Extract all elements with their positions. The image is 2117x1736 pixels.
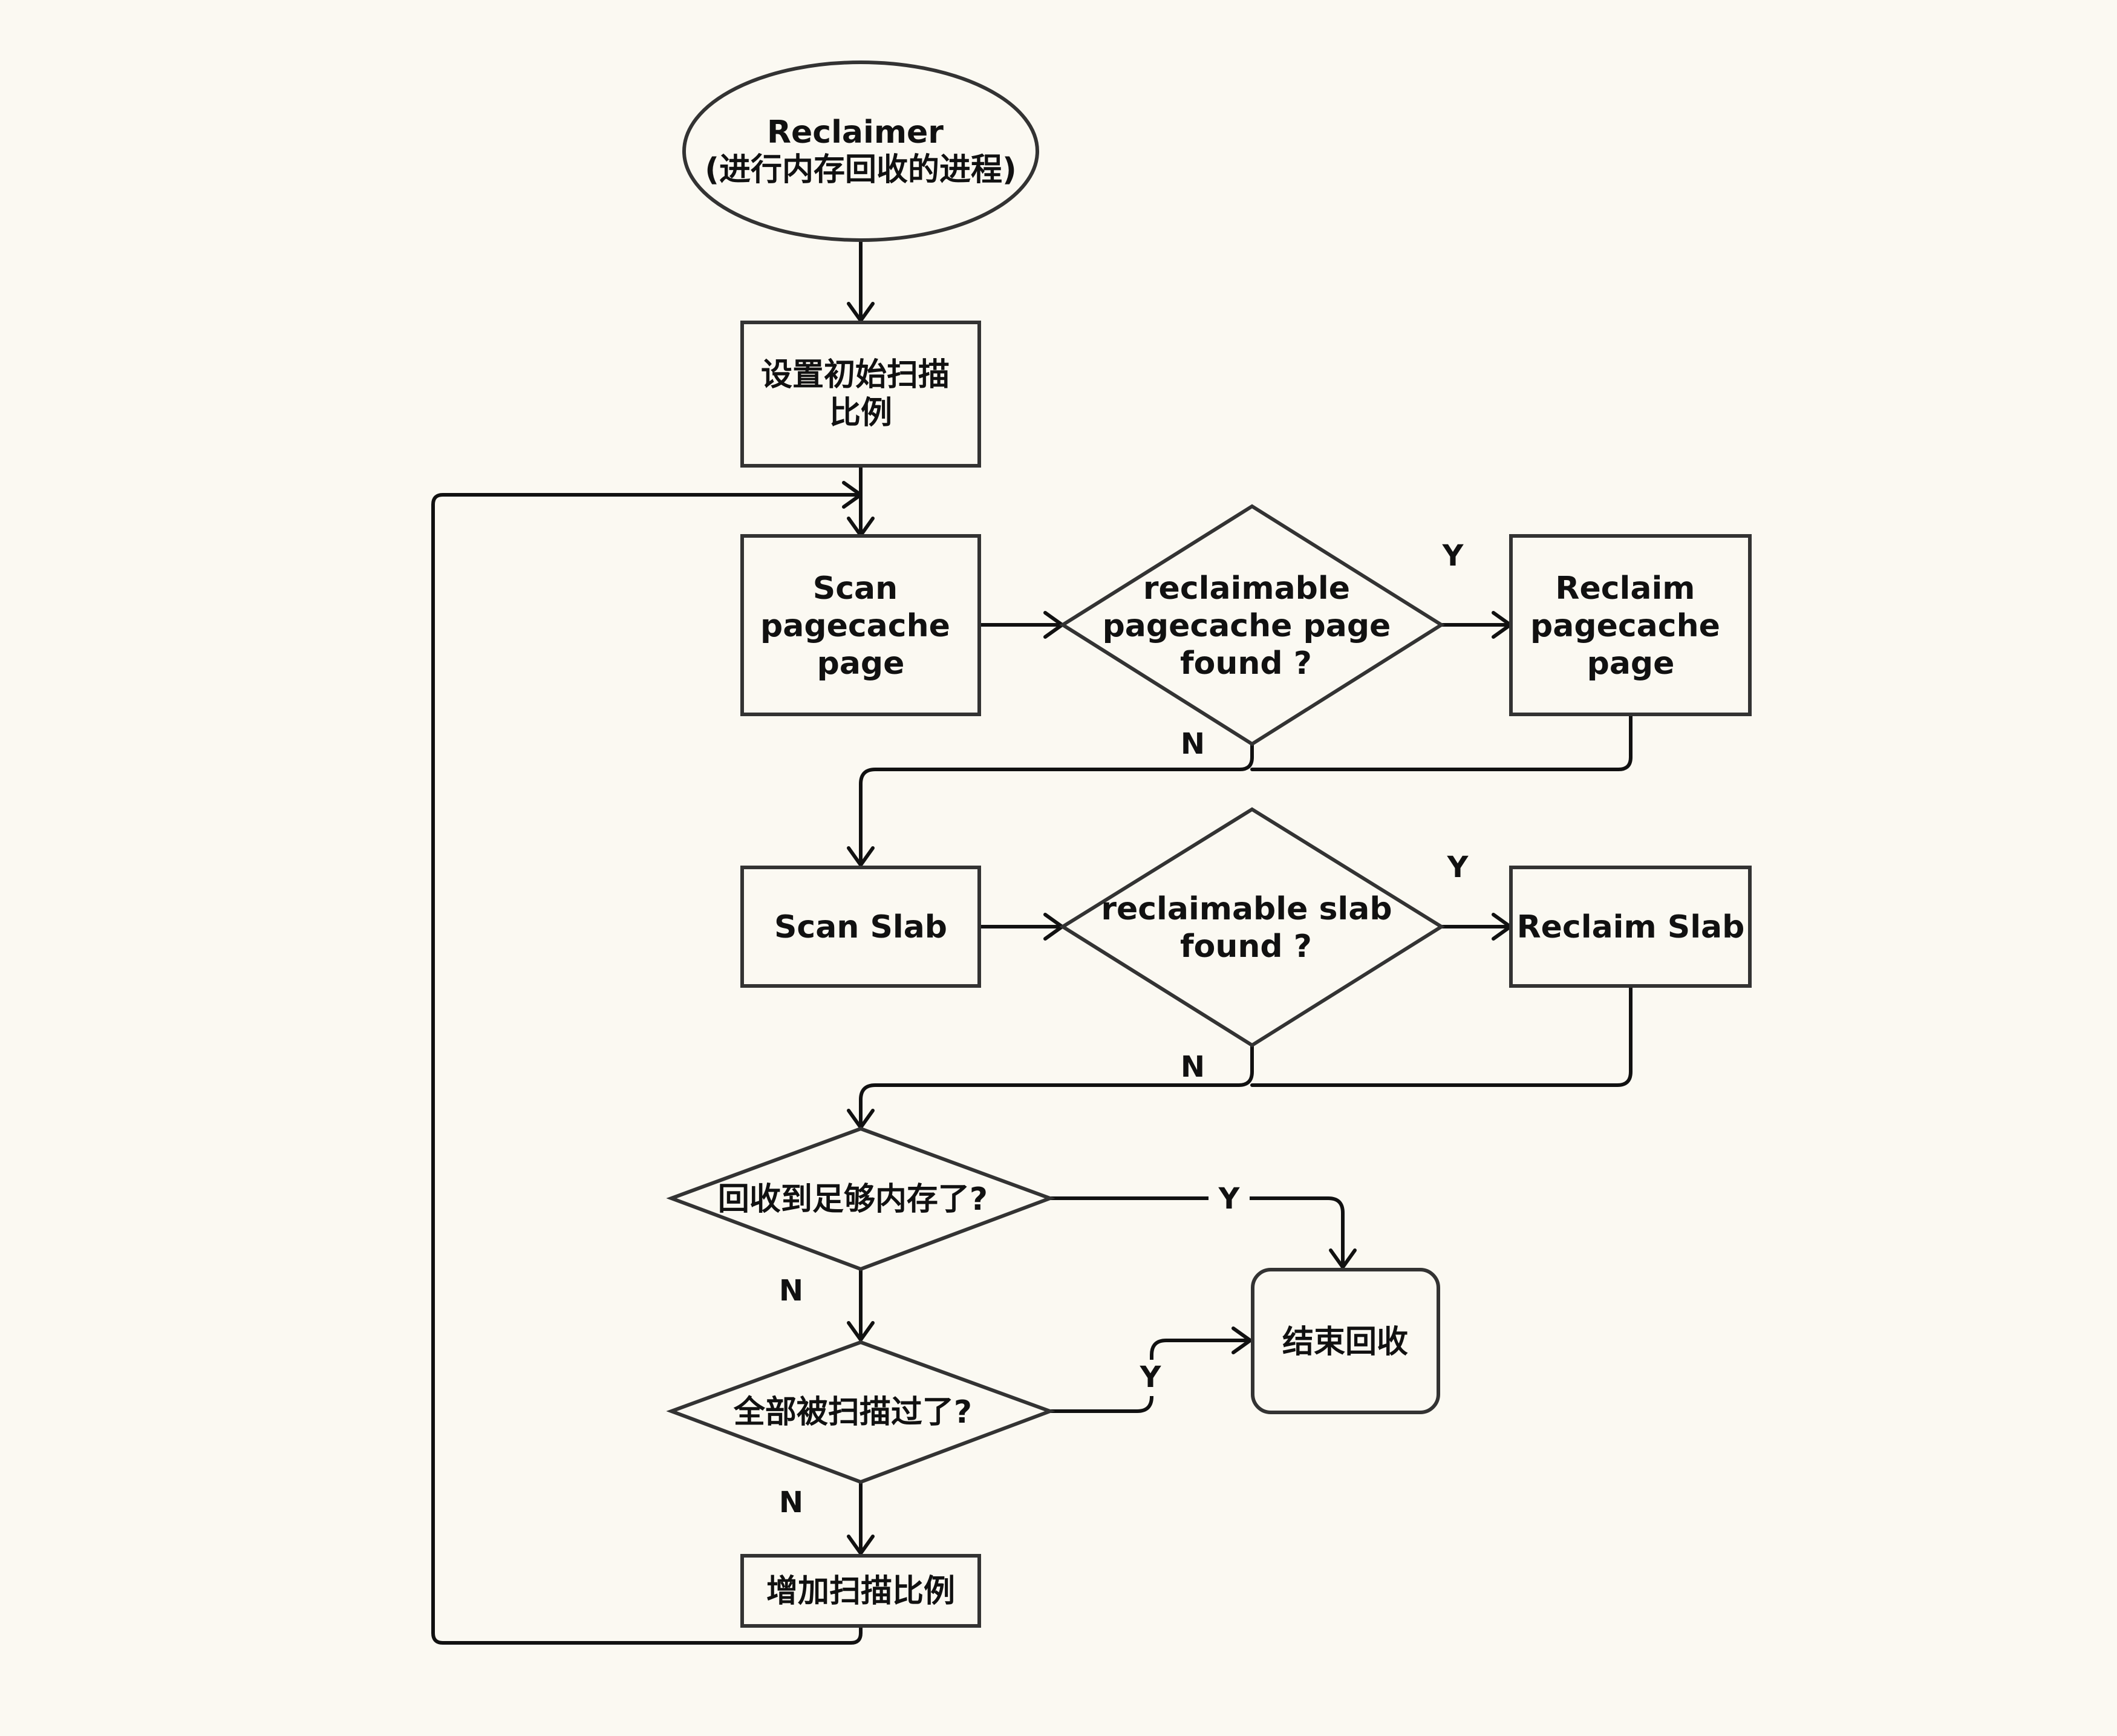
- process-reclaim-slab-label: Reclaim Slab: [1517, 909, 1745, 945]
- edge-label-slab-no: N: [1181, 1050, 1205, 1084]
- edge-slab-no: [859, 1043, 1254, 1127]
- edge-label-pagecache-yes: Y: [1442, 539, 1464, 573]
- edge-label-pagecache-no: N: [1181, 727, 1205, 761]
- process-increase-ratio-label: 增加扫描比例: [766, 1573, 955, 1610]
- edge-label-slab-yes: Y: [1447, 850, 1469, 884]
- edge-enough-yes: [1048, 1196, 1345, 1267]
- process-set-initial-ratio: [740, 321, 981, 468]
- edge-label-enough-no: N: [779, 1274, 803, 1308]
- edge-pagecache-no: [859, 742, 1254, 865]
- start-node-reclaimer-label: Reclaimer (进行内存回收的进程): [705, 114, 1017, 188]
- edge-reclaim-pagecache-merge: [1250, 713, 1633, 771]
- decision-all-scanned-label: 全部被扫描过了?: [733, 1394, 972, 1431]
- edge-label-all-yes-bg: [1131, 1360, 1172, 1396]
- process-set-initial-ratio-label: 设置初始扫描 比例: [761, 357, 961, 431]
- decision-pagecache-found: [1059, 504, 1445, 746]
- process-increase-ratio: [740, 1554, 981, 1628]
- decision-pagecache-found-label: reclaimable pagecache page found ?: [1103, 570, 1402, 682]
- process-scan-slab: [740, 866, 981, 988]
- process-scan-pagecache: [740, 534, 981, 716]
- process-scan-slab-label: Scan Slab: [774, 909, 947, 945]
- edge-loop-back: [431, 493, 863, 1645]
- process-reclaim-slab: [1509, 866, 1752, 988]
- edge-reclaim-slab-merge: [1250, 984, 1633, 1087]
- process-scan-pagecache-label: Scan pagecache page: [760, 570, 961, 682]
- edge-label-all-yes: Y: [1140, 1360, 1162, 1394]
- start-node-reclaimer: [682, 60, 1039, 242]
- process-reclaim-pagecache-label: Reclaim pagecache page: [1530, 570, 1731, 682]
- edge-label-enough-yes-bg: [1209, 1180, 1250, 1216]
- edge-label-enough-yes: Y: [1218, 1182, 1241, 1216]
- decision-all-scanned: [666, 1340, 1055, 1484]
- terminal-end-reclaim-label: 结束回收: [1282, 1324, 1408, 1360]
- process-reclaim-pagecache: [1509, 534, 1752, 716]
- terminal-end-reclaim: [1251, 1268, 1440, 1414]
- decision-enough-memory: [666, 1126, 1055, 1271]
- edge-label-all-no: N: [779, 1486, 803, 1519]
- decision-enough-memory-label: 回收到足够内存了?: [718, 1181, 988, 1218]
- decision-slab-found: [1059, 807, 1445, 1048]
- decision-slab-found-label: reclaimable slab found ?: [1101, 891, 1403, 965]
